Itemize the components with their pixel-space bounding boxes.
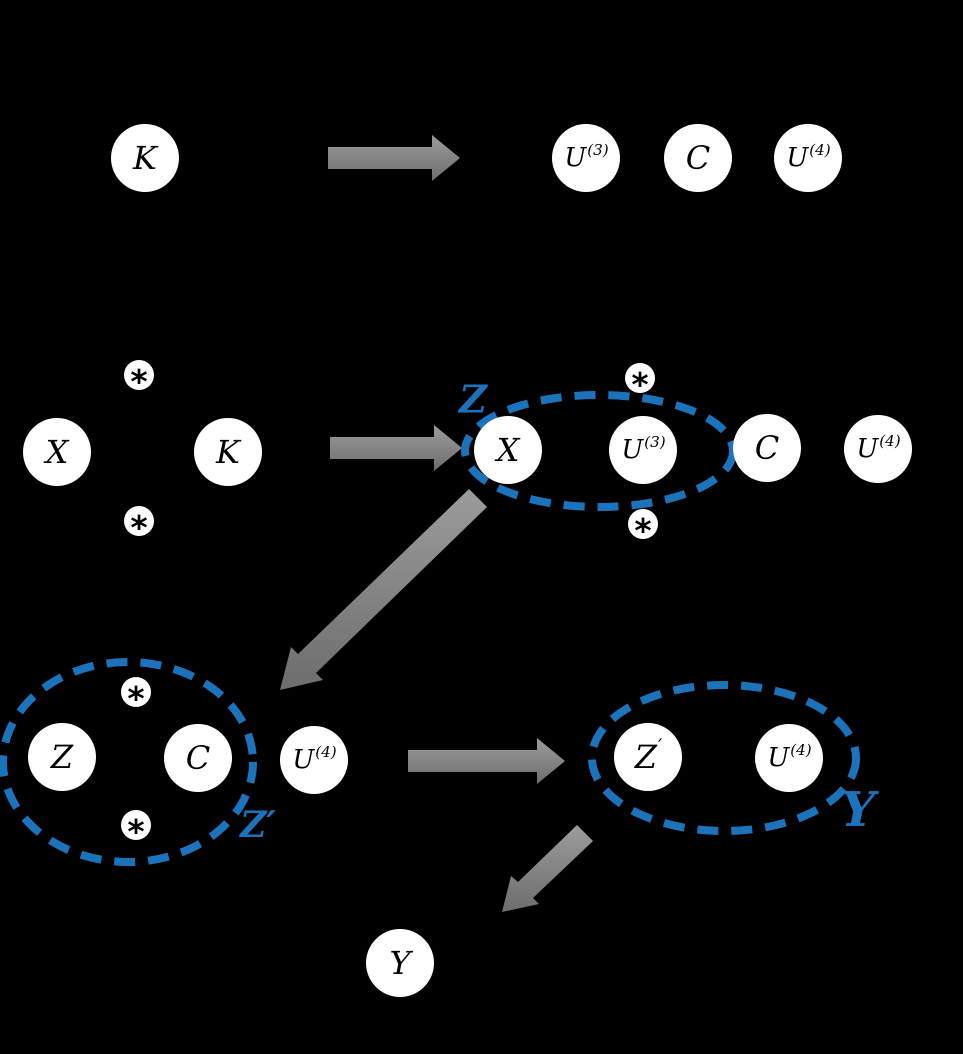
- arrow-diagonal-to-y: [502, 825, 593, 912]
- node-x-input: X: [23, 418, 91, 486]
- node-u4-mid: U(4): [844, 415, 912, 483]
- star-node-contract-top-left: *: [124, 360, 154, 401]
- group-label-z: Z: [459, 376, 487, 422]
- node-core-top: C: [664, 124, 732, 192]
- node-core-mid: C: [733, 414, 801, 482]
- node-u3-top: U(3): [552, 124, 620, 192]
- arrow-right-step1: [328, 135, 460, 181]
- star-node-z-bottom: *: [628, 509, 658, 550]
- y-group-ellipse: [588, 681, 860, 835]
- zprime-group-ellipse: [0, 658, 257, 866]
- node-core-in-zp: C: [164, 724, 232, 792]
- star-node-z-top: *: [625, 363, 655, 404]
- node-u4-in-y: U(4): [755, 724, 823, 792]
- arrow-diagonal-to-zprime: [280, 489, 487, 690]
- node-x-in-z: X: [474, 416, 542, 484]
- node-kernel-top: K: [111, 124, 179, 192]
- star-node-zp-bottom: *: [121, 810, 151, 851]
- arrow-right-step2: [330, 425, 462, 471]
- node-kernel-mid: K: [194, 418, 262, 486]
- node-u4-top: U(4): [774, 124, 842, 192]
- group-label-y: Y: [840, 782, 876, 838]
- node-u4-next: U(4): [280, 726, 348, 794]
- node-y-output: Y: [366, 929, 434, 997]
- node-u3-in-z: U(3): [609, 416, 677, 484]
- node-z-result: Z: [28, 723, 96, 791]
- arrow-right-step3: [408, 738, 565, 784]
- star-node-zp-top: *: [121, 677, 151, 718]
- node-zprime-result: Z′: [614, 723, 682, 791]
- group-label-zprime: Z′: [240, 804, 276, 846]
- star-node-contract-bottom-left: *: [124, 506, 154, 547]
